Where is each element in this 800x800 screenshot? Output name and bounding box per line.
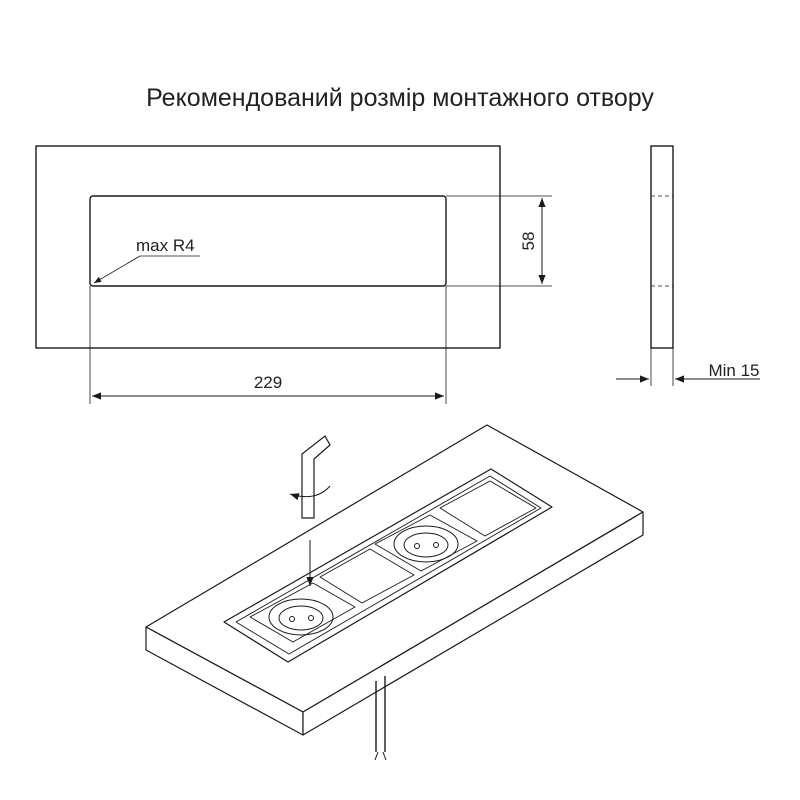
compartment-socket-1 (249, 582, 356, 643)
height-dimension: 58 (519, 198, 546, 284)
countertop-outline (35, 145, 501, 349)
power-strip-frame (223, 468, 553, 663)
countertop-right-edge (302, 511, 644, 736)
rotation-arrow-icon (289, 485, 331, 501)
dimension-extension-lines (89, 195, 552, 404)
width-dimension: 229 (92, 373, 444, 400)
socket-icon (268, 598, 334, 636)
countertop-side-section (650, 145, 674, 349)
hex-key-icon (301, 435, 331, 519)
cable-icon (374, 676, 387, 761)
side-view: Min 15 (616, 145, 760, 386)
thickness-label: Min 15 (708, 361, 759, 380)
power-strip-inner (235, 475, 542, 655)
compartment-socket-2 (374, 514, 478, 572)
compartment-blank-middle (319, 548, 415, 604)
front-view (35, 145, 501, 349)
compartments (249, 480, 537, 643)
socket-icon (393, 525, 459, 563)
width-label: 229 (254, 373, 282, 392)
radius-callout: max R4 (93, 236, 200, 284)
page-title: Рекомендований розмір монтажного отвору (146, 84, 654, 112)
radius-label: max R4 (136, 236, 195, 255)
compartment-blank-right (439, 480, 537, 537)
height-label: 58 (519, 232, 538, 251)
mounting-cutout (89, 195, 447, 287)
isometric-view (145, 424, 644, 761)
